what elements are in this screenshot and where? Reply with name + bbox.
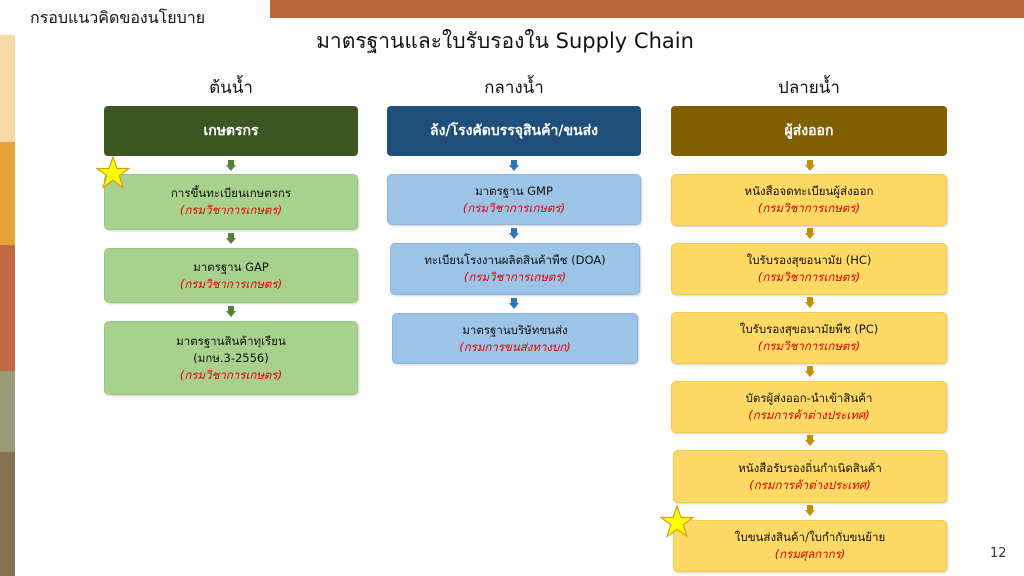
midstream-item: ทะเบียนโรงงานผลิตสินค้าพืช (DOA) (กรมวิช…: [390, 243, 640, 295]
star-icon: [96, 156, 130, 190]
item-agency: (กรมวิชาการเกษตร): [757, 201, 861, 215]
down-arrow-icon: [509, 160, 519, 171]
item-label: หนังสือรับรองถิ่นกำเนิดสินค้า: [738, 460, 882, 475]
down-arrow-icon: [805, 160, 815, 171]
page-number: 12: [990, 546, 1007, 561]
midstream-item: มาตรฐานบริษัทขนส่ง (กรมการขนส่งทางบก): [392, 313, 638, 364]
side-color-strip: [0, 142, 15, 245]
item-agency: (กรมวิชาการเกษตร): [463, 270, 567, 284]
item-label: หนังสือจดทะเบียนผู้ส่งออก: [744, 184, 874, 198]
upstream-item: การขึ้นทะเบียนเกษตรกร (กรมวิชาการเกษตร): [104, 174, 358, 230]
down-arrow-icon: [805, 228, 815, 239]
down-arrow-icon: [805, 435, 815, 446]
column-title-midstream: กลางน้ำ: [484, 78, 544, 98]
down-arrow-icon: [509, 298, 519, 309]
midstream-header: ล้ง/โรงคัดบรรจุสินค้า/ขนส่ง: [387, 106, 641, 156]
item-label: ใบรับรองสุขอนามัยพืช (PC): [739, 322, 879, 336]
down-arrow-icon: [226, 233, 236, 244]
side-color-strip: [0, 35, 15, 142]
downstream-item: ใบรับรองสุขอนามัย (HC) (กรมวิชาการเกษตร): [671, 243, 947, 295]
downstream-item: บัตรผู้ส่งออก-นำเข้าสินค้า (กรมการค้าต่า…: [671, 381, 947, 433]
downstream-header: ผู้ส่งออก: [671, 106, 947, 156]
down-arrow-icon: [226, 306, 236, 317]
item-label: มาตรฐานบริษัทขนส่ง: [462, 322, 568, 337]
upstream-item: มาตรฐานสินค้าทุเรียน (มกษ.3-2556) (กรมวิ…: [104, 321, 358, 395]
item-agency: (กรมการค้าต่างประเทศ): [748, 408, 870, 422]
item-label: มาตรฐาน GMP: [475, 183, 553, 198]
down-arrow-icon: [805, 297, 815, 308]
item-agency: (กรมวิชาการเกษตร): [757, 339, 861, 353]
item-label: มาตรฐานสินค้าทุเรียน: [176, 333, 286, 348]
column-title-upstream: ต้นน้ำ: [209, 78, 253, 98]
downstream-item: หนังสือจดทะเบียนผู้ส่งออก (กรมวิชาการเกษ…: [671, 174, 947, 226]
top-accent-bar: [270, 0, 1024, 18]
downstream-item: ใบรับรองสุขอนามัยพืช (PC) (กรมวิชาการเกษ…: [671, 312, 947, 364]
item-agency: (กรมวิชาการเกษตร): [179, 203, 283, 217]
item-label: ทะเบียนโรงงานผลิตสินค้าพืช (DOA): [424, 253, 606, 267]
item-label: ใบรับรองสุขอนามัย (HC): [746, 253, 872, 267]
item-label: มาตรฐาน GAP: [193, 259, 269, 274]
upstream-header: เกษตรกร: [104, 106, 358, 156]
item-agency: (กรมศุลกากร): [774, 547, 846, 561]
downstream-item: หนังสือรับรองถิ่นกำเนิดสินค้า (กรมการค้า…: [673, 450, 947, 503]
item-label: ใบขนส่งสินค้า/ใบกำกับขนย้าย: [734, 530, 886, 544]
slide-title: มาตรฐานและใบรับรองใน Supply Chain: [316, 29, 694, 53]
side-color-strip: [0, 452, 15, 576]
upstream-item: มาตรฐาน GAP (กรมวิชาการเกษตร): [104, 248, 358, 303]
item-label: การขึ้นทะเบียนเกษตรกร: [170, 186, 292, 200]
item-label: บัตรผู้ส่งออก-นำเข้าสินค้า: [745, 391, 873, 405]
star-icon: [660, 505, 694, 539]
downstream-item: ใบขนส่งสินค้า/ใบกำกับขนย้าย (กรมศุลกากร): [673, 520, 947, 572]
item-agency: (กรมการขนส่งทางบก): [459, 339, 571, 354]
down-arrow-icon: [805, 505, 815, 516]
midstream-item: มาตรฐาน GMP (กรมวิชาการเกษตร): [387, 174, 641, 225]
item-label-line2: (มกษ.3-2556): [193, 350, 269, 365]
down-arrow-icon: [805, 366, 815, 377]
item-agency: (กรมวิชาการเกษตร): [179, 276, 283, 291]
side-color-strip: [0, 245, 15, 371]
item-agency: (กรมการค้าต่างประเทศ): [749, 477, 871, 492]
side-color-strip: [0, 371, 15, 452]
section-label: กรอบแนวคิดของนโยบาย: [30, 8, 206, 27]
item-agency: (กรมวิชาการเกษตร): [757, 270, 861, 284]
column-title-downstream: ปลายน้ำ: [778, 78, 840, 98]
down-arrow-icon: [226, 160, 236, 171]
item-agency: (กรมวิชาการเกษตร): [179, 367, 283, 382]
down-arrow-icon: [509, 228, 519, 239]
item-agency: (กรมวิชาการเกษตร): [462, 200, 566, 215]
